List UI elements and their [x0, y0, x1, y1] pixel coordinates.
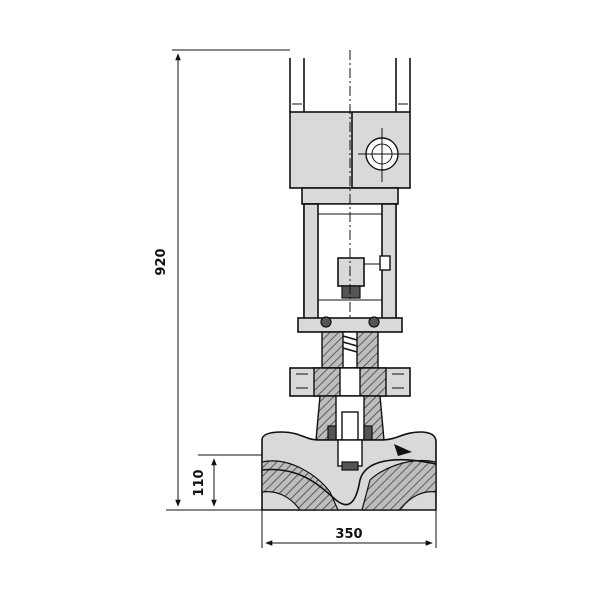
body-flange — [289, 367, 411, 397]
bonnet — [297, 316, 403, 369]
flow-direction-icon — [394, 444, 412, 456]
yoke-bracket — [301, 187, 399, 325]
dimension-920-label: 920 — [154, 248, 169, 275]
actuator-top-rods — [289, 58, 411, 112]
dimension-flange-height: 110 — [192, 454, 262, 507]
valve-neck — [315, 395, 385, 443]
valve-body — [261, 431, 437, 511]
dimension-110-label: 110 — [192, 469, 207, 496]
dimension-face-to-face: 350 — [261, 470, 437, 548]
dimension-350-label: 350 — [335, 527, 362, 542]
dimension-overall-height: 920 — [154, 49, 290, 511]
